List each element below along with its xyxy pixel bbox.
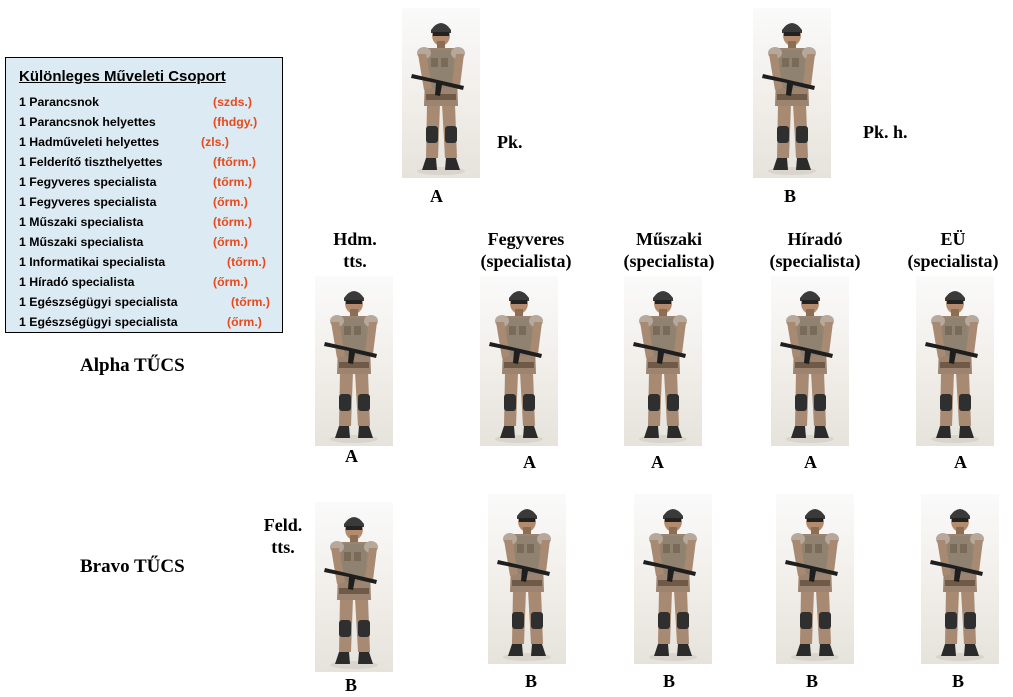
roster-row: 1 Fegyveres specialista (őrm.) [19,195,281,215]
column-header-fegyveres: Fegyveres (specialista) [466,228,586,272]
bravo-letter: B [663,671,676,691]
roster-row: 1 Egészségügyi specialista (tőrm.) [19,295,281,315]
roster-row: 1 Műszaki specialista (őrm.) [19,235,281,255]
alpha-letter: A [345,446,358,466]
bravo-letter: B [345,675,358,695]
roster-rank: (zls.) [201,135,230,149]
alpha-letter: A [954,452,967,472]
roster-role: 1 Informatikai specialista [19,255,166,269]
column-header-eu: EÜ (specialista) [893,228,1013,272]
column-header-line: Fegyveres [487,229,565,249]
roster-rank: (szds.) [213,95,252,109]
roster-rank: (ftőrm.) [213,155,257,169]
soldier-figure-alpha-muszaki [624,276,702,446]
roster-title: Különleges Műveleti Csoport [19,68,226,85]
roster-rank: (őrm.) [213,195,248,209]
roster-role: 1 Egészségügyi specialista [19,315,178,329]
soldier-figure-alpha-fegyveres [480,276,558,446]
roster-row: 1 Parancsnok helyettes (fhdgy.) [19,115,281,135]
roster-rank: (tőrm.) [213,175,252,189]
column-header-line: (specialista) [907,251,999,271]
roster-rank: (őrm.) [213,235,248,249]
soldier-figure-alpha-eu [916,276,994,446]
column-header-line: Hdm. [333,229,377,249]
soldier-figure-alpha-hdm [315,276,393,446]
deputy-role-label: Pk. h. [863,122,908,142]
soldier-figure-commander [402,8,480,178]
roster-rank: (őrm.) [213,275,248,289]
roster-role: 1 Felderítő tiszthelyettes [19,155,163,169]
roster-rank: (tőrm.) [213,215,252,229]
soldier-figure-bravo-feld [315,502,393,672]
column-header-line: (specialista) [769,251,861,271]
roster-row: 1 Fegyveres specialista (tőrm.) [19,175,281,195]
column-header-line: (specialista) [480,251,572,271]
soldier-figure-alpha-hirado [771,276,849,446]
roster-row: 1 Egészségügyi specialista (őrm.) [19,315,281,335]
roster-row: 1 Híradó specialista (őrm.) [19,275,281,295]
roster-box: Különleges Műveleti Csoport 1 Parancsnok… [5,57,283,333]
column-header-muszaki: Műszaki (specialista) [609,228,729,272]
roster-role: 1 Műszaki specialista [19,235,144,249]
alpha-letter: A [651,452,664,472]
column-header-line: tts. [343,251,367,271]
team-label-alpha: Alpha TŰCS [80,355,185,376]
feld-label-line: Feld. [263,515,303,535]
soldier-figure-bravo-fegyveres [488,494,566,664]
deputy-letter: B [784,186,797,206]
roster-role: 1 Hadműveleti helyettes [19,135,160,149]
roster-row: 1 Informatikai specialista (tőrm.) [19,255,281,275]
roster-row: 1 Hadműveleti helyettes (zls.) [19,135,281,155]
soldier-figure-bravo-hirado [776,494,854,664]
alpha-letter: A [804,452,817,472]
column-header-line: Híradó [787,229,843,249]
commander-letter: A [430,186,443,206]
roster-rank: (őrm.) [227,315,262,329]
column-header-line: (specialista) [623,251,715,271]
roster-role: 1 Parancsnok [19,95,99,109]
soldier-figure-bravo-eu [921,494,999,664]
roster-role: 1 Parancsnok helyettes [19,115,156,129]
roster-role: 1 Fegyveres specialista [19,175,157,189]
column-header-hirado: Híradó (specialista) [755,228,875,272]
bravo-letter: B [806,671,819,691]
roster-rank: (tőrm.) [227,255,266,269]
roster-row: 1 Felderítő tiszthelyettes (ftőrm.) [19,155,281,175]
feld-label: Feld. tts. [258,514,308,558]
roster-rank: (fhdgy.) [213,115,258,129]
roster-role: 1 Műszaki specialista [19,215,144,229]
roster-role: 1 Fegyveres specialista [19,195,157,209]
column-header-hdm: Hdm. tts. [320,228,390,272]
team-label-bravo: Bravo TŰCS [80,556,185,577]
soldier-figure-deputy [753,8,831,178]
commander-role-label: Pk. [497,132,523,152]
column-header-line: Műszaki [635,229,702,249]
bravo-letter: B [952,671,965,691]
roster-row: 1 Műszaki specialista (tőrm.) [19,215,281,235]
roster-role: 1 Híradó specialista [19,275,135,289]
alpha-letter: A [523,452,536,472]
feld-label-line: tts. [271,537,295,557]
column-header-line: EÜ [940,229,966,249]
roster-rank: (tőrm.) [231,295,270,309]
bravo-letter: B [525,671,538,691]
soldier-figure-bravo-muszaki [634,494,712,664]
roster-role: 1 Egészségügyi specialista [19,295,178,309]
roster-row: 1 Parancsnok (szds.) [19,95,281,115]
